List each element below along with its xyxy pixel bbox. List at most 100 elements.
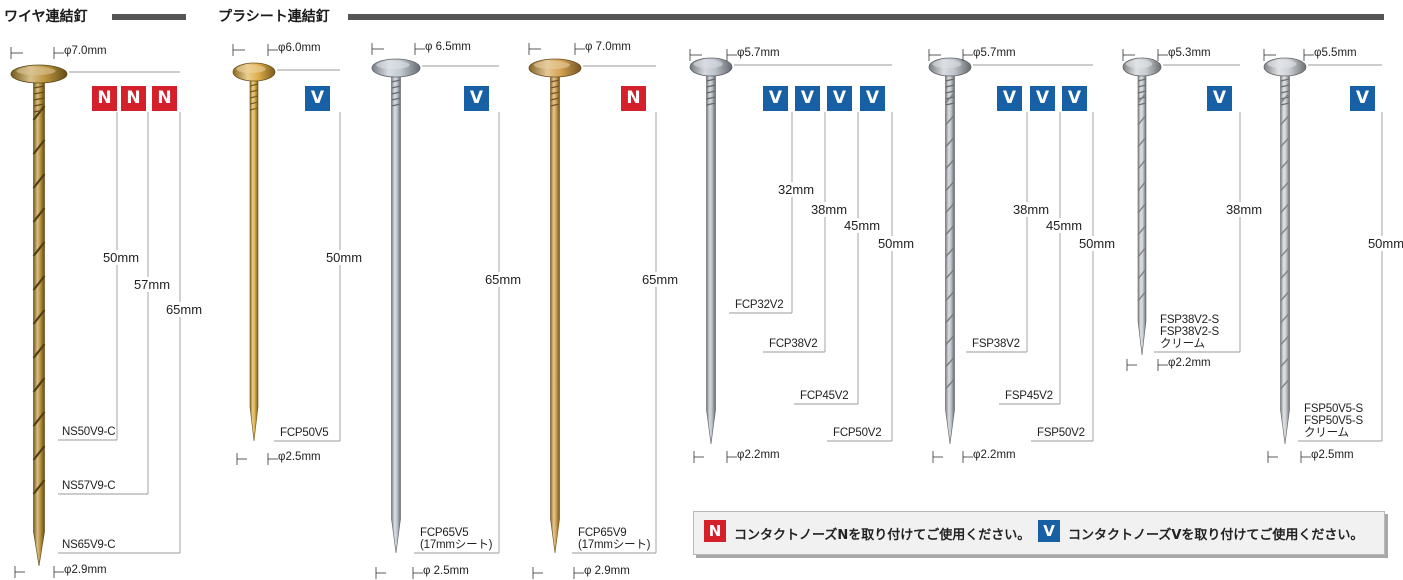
nose-badge-v: V (464, 86, 489, 111)
length-label: 50mm (324, 250, 364, 265)
twist-groove (1279, 136, 1291, 148)
twist-groove (1279, 268, 1291, 280)
length-label: 38mm (1224, 202, 1264, 217)
twist-groove (32, 343, 46, 359)
ring-groove (391, 85, 401, 89)
tip-diameter-label: φ 2.9mm (584, 565, 630, 577)
ring-groove (33, 103, 45, 107)
model-code: NS50V9-C (62, 426, 116, 438)
ring-groove (706, 102, 716, 106)
ring-groove (391, 79, 401, 83)
nose-badge-n: N (121, 86, 146, 111)
ring-groove (1137, 90, 1147, 94)
nose-badge-v: V (860, 86, 885, 111)
ring-groove (249, 101, 259, 105)
nail-wire (10, 47, 181, 578)
twist-groove (1137, 92, 1147, 104)
twist-groove (1137, 246, 1147, 258)
ring-groove (33, 109, 45, 113)
ring-groove (945, 84, 955, 88)
twist-groove (1279, 92, 1291, 104)
twist-groove (944, 268, 956, 280)
nail-fcp (689, 49, 893, 463)
ring-groove (1280, 90, 1290, 94)
nail-gold65 (528, 43, 657, 579)
ring-groove (945, 78, 955, 82)
nose-badge-v: V (827, 86, 852, 111)
length-label: 50mm (876, 236, 916, 251)
twist-groove (944, 136, 956, 148)
nail-head-highlight (16, 67, 56, 75)
twist-groove (32, 275, 46, 291)
twist-groove (944, 312, 956, 324)
nail-head-highlight (1267, 60, 1297, 68)
head-diameter-label: φ 7.0mm (585, 41, 631, 53)
nail-silver65 (371, 43, 500, 579)
model-code: FCP32V2 (735, 299, 784, 311)
nail-shaft (249, 75, 259, 442)
tip-diameter-label: φ2.2mm (973, 449, 1016, 461)
nail-head-highlight (1125, 60, 1153, 68)
model-code: FSP50V2 (1037, 427, 1085, 439)
length-label: 32mm (776, 182, 816, 197)
head-diameter-label: φ7.0mm (64, 45, 107, 57)
tip-diameter-label: φ2.2mm (737, 449, 780, 461)
twist-groove (1137, 114, 1147, 126)
nail-fsp38s (1122, 49, 1241, 371)
length-label: 45mm (842, 218, 882, 233)
twist-groove (1279, 114, 1291, 126)
nail-shaft (706, 70, 716, 445)
twist-groove (1137, 268, 1147, 280)
ring-groove (249, 107, 259, 111)
ring-groove (1137, 78, 1147, 82)
head-diameter-label: φ5.7mm (973, 47, 1016, 59)
ring-groove (1280, 102, 1290, 106)
head-diameter-label: φ 6.5mm (425, 41, 471, 53)
ring-groove (550, 85, 560, 89)
twist-groove (1279, 180, 1291, 192)
twist-groove (32, 445, 46, 461)
nail-head-highlight (693, 60, 723, 68)
nail-fsp50s (1263, 49, 1383, 463)
nose-badge-v: V (997, 86, 1022, 111)
plastic-title-bar (348, 14, 1384, 20)
ring-groove (706, 90, 716, 94)
legend-n-text: コンタクトノーズNを取り付けてご使用ください。 (734, 528, 1031, 543)
ring-groove (1137, 84, 1147, 88)
nose-badge-v: V (795, 86, 820, 111)
ring-groove (391, 103, 401, 107)
twist-groove (1137, 180, 1147, 192)
nose-badge-n: N (621, 86, 646, 111)
twist-groove (944, 202, 956, 214)
twist-groove (32, 377, 46, 393)
ring-groove (550, 91, 560, 95)
twist-groove (32, 139, 46, 155)
ring-groove (945, 102, 955, 106)
nail-head-highlight (932, 60, 962, 68)
head-diameter-label: φ5.7mm (737, 47, 780, 59)
ring-groove (706, 84, 716, 88)
ring-groove (706, 96, 716, 100)
model-code: FCP38V2 (769, 338, 818, 350)
length-label: 38mm (1011, 202, 1051, 217)
tip-diameter-label: φ2.2mm (1168, 357, 1211, 369)
twist-groove (1137, 290, 1147, 302)
ring-groove (706, 78, 716, 82)
model-code: NS57V9-C (62, 480, 116, 492)
twist-groove (1279, 246, 1291, 258)
twist-groove (1279, 356, 1291, 368)
twist-groove (32, 173, 46, 189)
head-diameter-label: φ5.5mm (1314, 47, 1357, 59)
ring-groove (1137, 102, 1147, 106)
twist-groove (944, 180, 956, 192)
twist-groove (1137, 136, 1147, 148)
nail-shaft (550, 71, 560, 554)
nose-badge-n: N (92, 86, 117, 111)
length-label: 65mm (483, 272, 523, 287)
model-code: FCP65V9 (17mmシート) (578, 527, 651, 551)
nail-head-highlight (533, 61, 571, 69)
nail-head-highlight (236, 65, 266, 73)
model-code: FSP45V2 (1005, 390, 1053, 402)
twist-groove (1279, 290, 1291, 302)
length-label: 50mm (101, 250, 141, 265)
